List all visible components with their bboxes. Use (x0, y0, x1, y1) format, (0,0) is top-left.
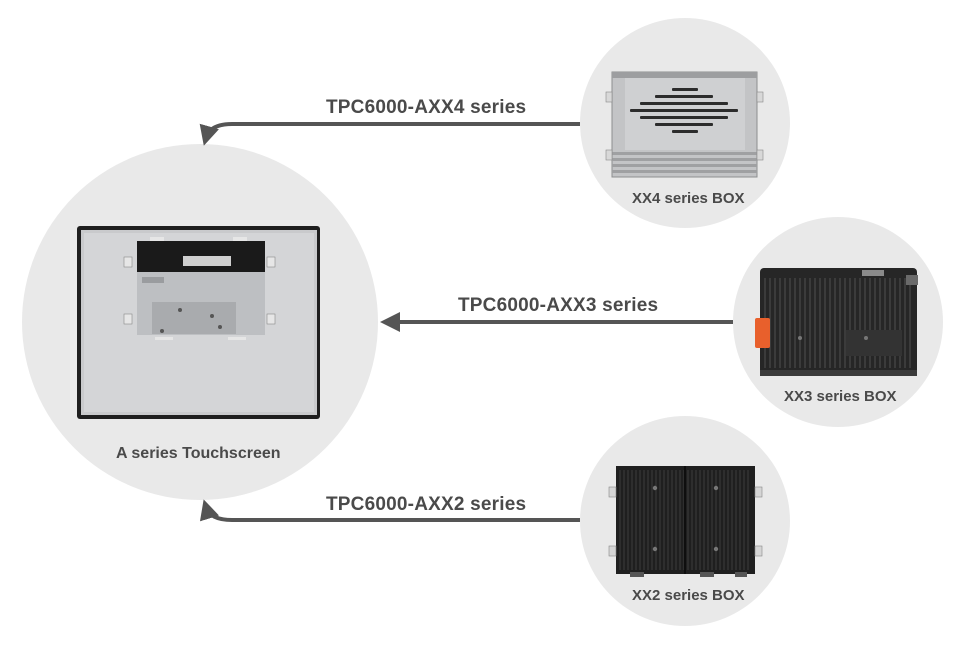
series-label-axx4: TPC6000-AXX4 series (326, 97, 527, 118)
series-label-axx2: TPC6000-AXX2 series (326, 494, 527, 515)
caption-touchscreen: A series Touchscreen (116, 445, 281, 462)
xx4-arrow (199, 122, 580, 146)
silver-box-pc-icon (605, 71, 764, 178)
series-label-axx3: TPC6000-AXX3 series (458, 295, 659, 316)
touchscreen-panel-rear-icon (77, 226, 320, 419)
finned-heatsink-box-icon (755, 268, 918, 376)
black-fanless-box-icon (608, 466, 763, 577)
caption-xx3-box: XX3 series BOX (784, 388, 897, 405)
caption-xx2-box: XX2 series BOX (632, 587, 745, 604)
caption-xx4-box: XX4 series BOX (632, 190, 745, 207)
xx2-arrow (199, 499, 580, 522)
